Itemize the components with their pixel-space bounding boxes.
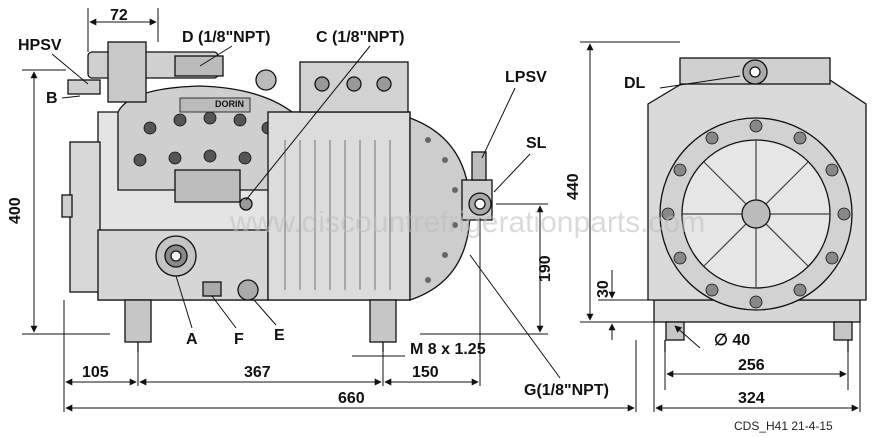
label-g: G(1/8"NPT) [524,382,609,399]
side-view-dimensions [22,8,637,412]
label-sl: SL [526,135,547,152]
dim-440: 440 [565,173,582,200]
brand-logo: DORIN [215,99,244,109]
drawing-code-caption: CDS_H41 21-4-15 [734,419,833,433]
dim-660: 660 [338,390,365,407]
label-c: C (1/8"NPT) [316,29,404,46]
dim-367: 367 [244,364,271,381]
side-view [61,41,493,352]
end-view [647,57,867,352]
dim-40: ∅ 40 [714,332,750,349]
label-m8: M 8 x 1.25 [410,341,486,358]
dim-190: 190 [537,255,554,282]
side-view-labels: HPSV B D (1/8"NPT) C (1/8"NPT) LPSV SL A… [18,29,609,399]
label-f: F [234,331,244,348]
dim-324: 324 [738,390,765,407]
label-d: D (1/8"NPT) [182,29,270,46]
dim-30: 30 [595,280,612,298]
side-view-dimension-values: 72 400 190 105 367 150 660 [7,7,554,407]
label-dl: DL [624,75,646,92]
label-hpsv: HPSV [18,37,62,54]
end-view-dimensions [580,41,861,412]
dim-105: 105 [82,364,109,381]
label-b: B [46,90,58,107]
leader-lines [51,45,561,379]
dim-256: 256 [738,357,765,374]
label-lpsv: LPSV [505,69,547,86]
dim-400: 400 [7,197,24,224]
dim-72: 72 [110,7,128,24]
label-a: A [186,331,198,348]
dim-150: 150 [412,364,439,381]
watermark: www.discountrefrigerationparts.com [229,206,705,239]
label-e: E [274,327,285,344]
end-view-labels: DL 440 30 ∅ 40 256 324 [565,75,765,407]
